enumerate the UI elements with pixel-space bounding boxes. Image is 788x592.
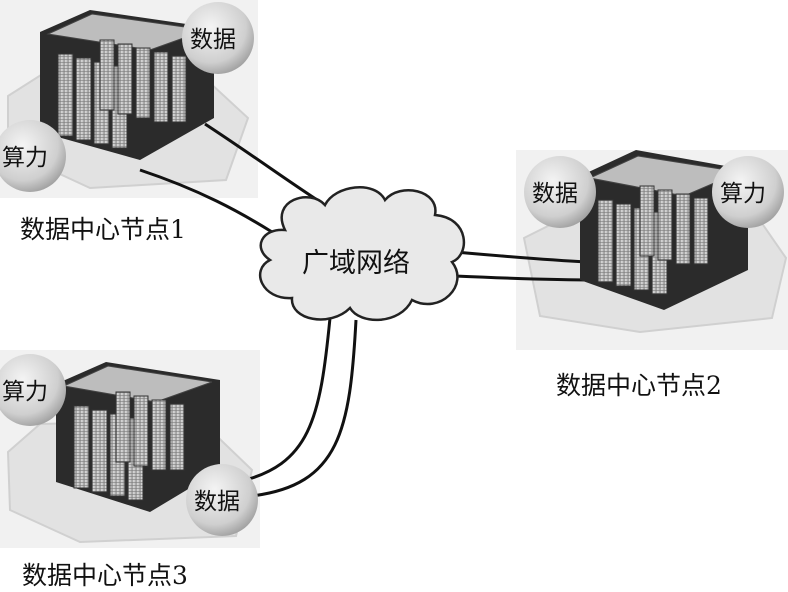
node2-compute-bubble: 算力 [712,156,784,228]
node3-compute-label: 算力 [2,379,48,405]
node3-compute-bubble: 算力 [0,354,66,426]
node1-data-bubble: 数据 [182,2,254,74]
node1-compute-bubble: 算力 [0,120,66,192]
node2-data-label: 数据 [532,181,578,207]
node3-data-label: 数据 [194,489,240,515]
node3-server-rack [56,362,220,512]
node3-caption: 数据中心节点3 [22,561,188,590]
link-node3-b [251,319,358,498]
node2-compute-label: 算力 [720,181,766,207]
wan-label: 广域网络 [302,248,410,279]
node3-data-bubble: 数据 [186,464,258,536]
node2-data-bubble: 数据 [524,156,596,228]
node1-caption: 数据中心节点1 [20,215,186,244]
link-node2-a [454,250,589,264]
node1-compute-label: 算力 [2,145,48,171]
wan-cloud: 广域网络 [259,186,466,321]
link-node3-a [237,317,332,484]
network-links [139,122,599,498]
node1-server-rack [40,10,214,160]
node1-data-label: 数据 [190,27,236,53]
link-node1-b [139,168,273,234]
node2-caption: 数据中心节点2 [556,371,722,400]
node2-server-rack [580,150,748,310]
